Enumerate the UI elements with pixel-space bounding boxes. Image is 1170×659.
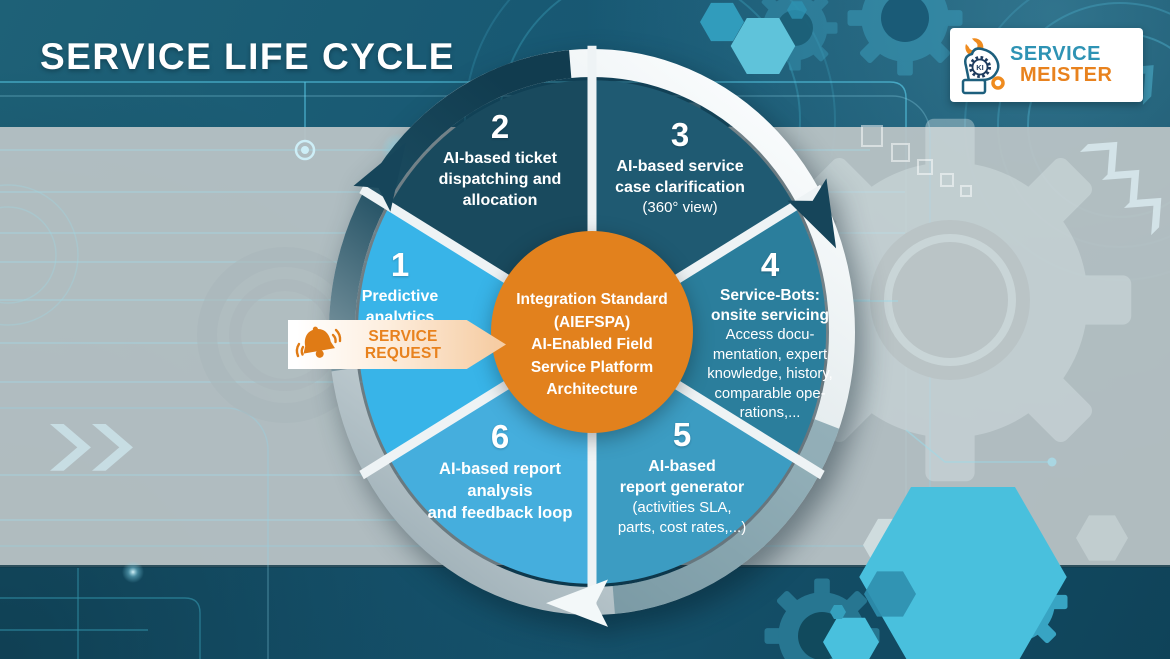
ki-gear-badge: KI — [969, 56, 991, 78]
svg-text:KI: KI — [976, 63, 984, 72]
segment-2-label: 2 AI-based ticket dispatching and alloca… — [415, 108, 585, 211]
service-meister-logo: KI SERVICE MEISTER — [950, 28, 1143, 102]
service-request-label: SERVICE REQUEST — [364, 327, 442, 362]
segment-2-number: 2 — [490, 108, 510, 145]
segment-1-number: 1 — [390, 246, 410, 283]
segment-4-number: 4 — [760, 246, 780, 283]
bell-icon — [295, 326, 342, 358]
segment-6-label: 6 AI-based report analysis and feedback … — [405, 418, 595, 524]
segment-1-label: 1 Predictive analytics — [327, 246, 473, 328]
segment-6-number: 6 — [490, 418, 510, 455]
logo-word-service: SERVICE — [1010, 43, 1101, 65]
segment-5-label: 5 AI-based report generator (activities … — [593, 416, 771, 538]
logo-word-meister: MEISTER — [1020, 64, 1113, 86]
wrench-hand-icon: KI — [961, 37, 1005, 95]
segment-4-wedge — [592, 206, 827, 458]
service-request-arrow: SERVICE REQUEST — [288, 320, 506, 369]
segment-3-label: 3 AI-based service case clarification (3… — [596, 116, 764, 218]
segment-5-number: 5 — [672, 416, 692, 453]
segment-3-number: 3 — [670, 116, 690, 153]
segment-4-label: 4 Service-Bots: onsite servicing Access … — [688, 246, 852, 424]
hub-circle — [491, 231, 693, 433]
page-title: SERVICE LIFE CYCLE — [40, 36, 455, 77]
hub-label: Integration Standard (AIEFSPA) AI-Enable… — [516, 291, 668, 398]
circuit-line — [0, 81, 907, 556]
background-bottom-decor — [0, 544, 1068, 659]
